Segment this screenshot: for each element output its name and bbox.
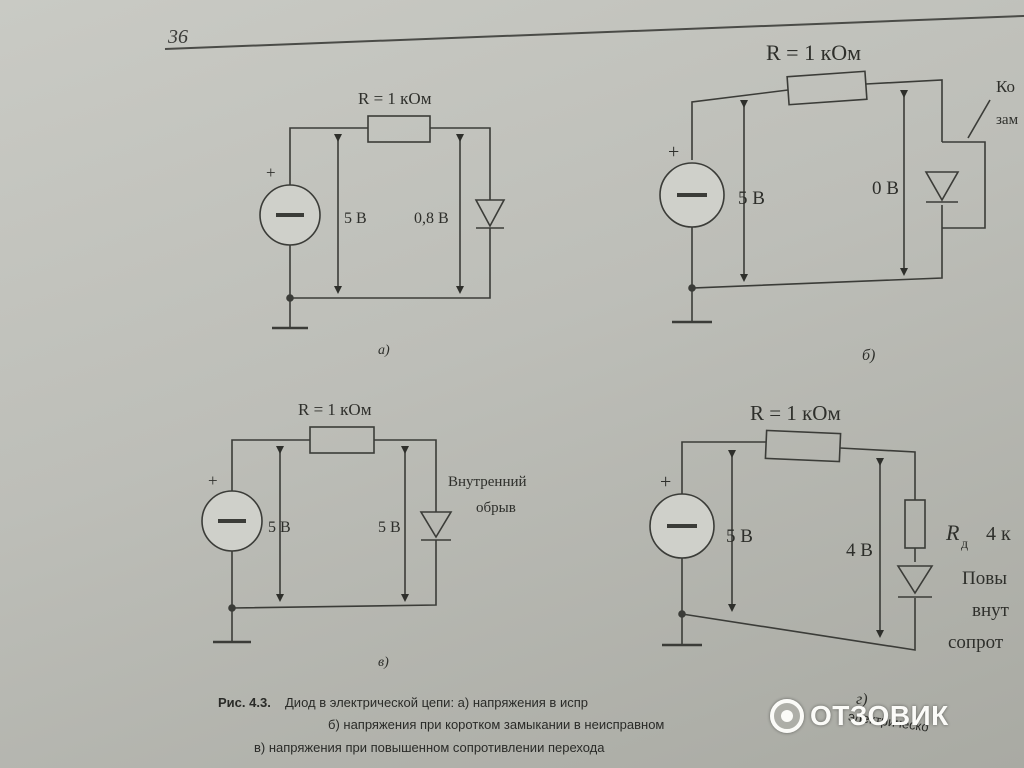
circuit-d-extra-resistor bbox=[904, 499, 926, 549]
caption-line-2: б) напряжения при коротком замыкании в н… bbox=[328, 717, 665, 732]
circuit-b-note-leader bbox=[967, 99, 991, 139]
circuit-a-source-sign: + bbox=[266, 163, 276, 182]
circuit-a-node bbox=[286, 294, 294, 302]
circuit-a bbox=[259, 115, 506, 330]
circuit-b-resistor-label: R = 1 кОм bbox=[766, 40, 861, 65]
circuit-b-diode bbox=[924, 171, 960, 202]
page-number: 36 bbox=[168, 26, 188, 48]
circuit-d-note-line-1: Повы bbox=[962, 568, 1007, 589]
circuit-d-diode bbox=[896, 565, 934, 595]
circuit-b-diode-voltage: 0 В bbox=[872, 178, 899, 199]
circuit-d-note-line-3: сопрот bbox=[948, 632, 1004, 653]
otzovik-watermark: ОТЗОВИК bbox=[770, 696, 949, 736]
circuit-b-figure-label: б) bbox=[862, 347, 875, 364]
circuit-b-wires bbox=[691, 79, 943, 289]
circuit-d-figure-label: г) bbox=[856, 691, 868, 708]
circuit-c-source-voltage: 5 В bbox=[268, 519, 291, 536]
circuit-d-wires bbox=[681, 441, 916, 651]
circuit-a-resistor-label: R = 1 кОм bbox=[358, 89, 432, 108]
circuit-d-resistor-label: R = 1 кОм bbox=[750, 401, 841, 425]
circuit-c-resistor bbox=[309, 426, 375, 454]
circuit-a-wires bbox=[289, 127, 491, 299]
circuit-c-source-sign: + bbox=[208, 471, 218, 490]
circuit-d-extra-resistor-value: 4 к bbox=[986, 523, 1011, 545]
circuit-c-note-line-2: обрыв bbox=[476, 500, 516, 516]
circuit-c-diode-voltage: 5 В bbox=[378, 519, 401, 536]
circuit-a-resistor bbox=[367, 115, 431, 143]
circuit-a-diode bbox=[474, 199, 506, 228]
circuit-b-short-wire bbox=[942, 141, 986, 229]
circuit-b-source-voltage: 5 В bbox=[738, 188, 765, 209]
circuit-c-figure-label: в) bbox=[378, 655, 389, 670]
watermark-text: ОТЗОВИК bbox=[810, 700, 949, 731]
circuit-b-note-line-2: зам bbox=[996, 112, 1019, 128]
circuit-d-extra-resistor-symbol: R bbox=[945, 520, 960, 545]
circuit-d bbox=[649, 429, 934, 651]
circuit-c-node bbox=[228, 604, 236, 612]
circuit-d-extra-resistor-subscript: д bbox=[961, 537, 968, 552]
circuit-b-node bbox=[688, 284, 696, 292]
circuit-b-source-sign: + bbox=[668, 141, 679, 163]
circuit-d-source-sign: + bbox=[660, 471, 671, 493]
circuit-c bbox=[201, 426, 453, 644]
circuit-c-note-line-1: Внутренний bbox=[448, 474, 527, 490]
circuit-d-source-voltage: 5 В bbox=[726, 526, 753, 547]
circuit-a-diode-voltage: 0,8 В bbox=[414, 210, 449, 227]
circuit-d-resistor bbox=[764, 429, 842, 463]
otzovik-logo-icon bbox=[770, 699, 804, 733]
circuit-c-resistor-label: R = 1 кОм bbox=[298, 400, 372, 419]
circuit-a-source-voltage: 5 В bbox=[344, 210, 367, 227]
circuit-c-wires bbox=[231, 439, 437, 609]
caption-line-1: Диод в электрической цепи: а) напряжения… bbox=[285, 695, 588, 710]
circuit-b-resistor bbox=[786, 70, 868, 106]
circuit-a-figure-label: а) bbox=[378, 343, 390, 358]
caption-line-3: в) напряжения при повышенном сопротивлен… bbox=[254, 740, 605, 755]
circuit-c-diode bbox=[419, 511, 453, 539]
circuit-b bbox=[659, 70, 991, 324]
circuit-d-diode-voltage: 4 В bbox=[846, 540, 873, 561]
circuit-d-node bbox=[678, 610, 686, 618]
circuit-d-note-line-2: внут bbox=[972, 600, 1010, 621]
caption-figure-number: Рис. 4.3. bbox=[218, 695, 271, 710]
circuit-b-note-line-1: Ко bbox=[996, 77, 1015, 96]
